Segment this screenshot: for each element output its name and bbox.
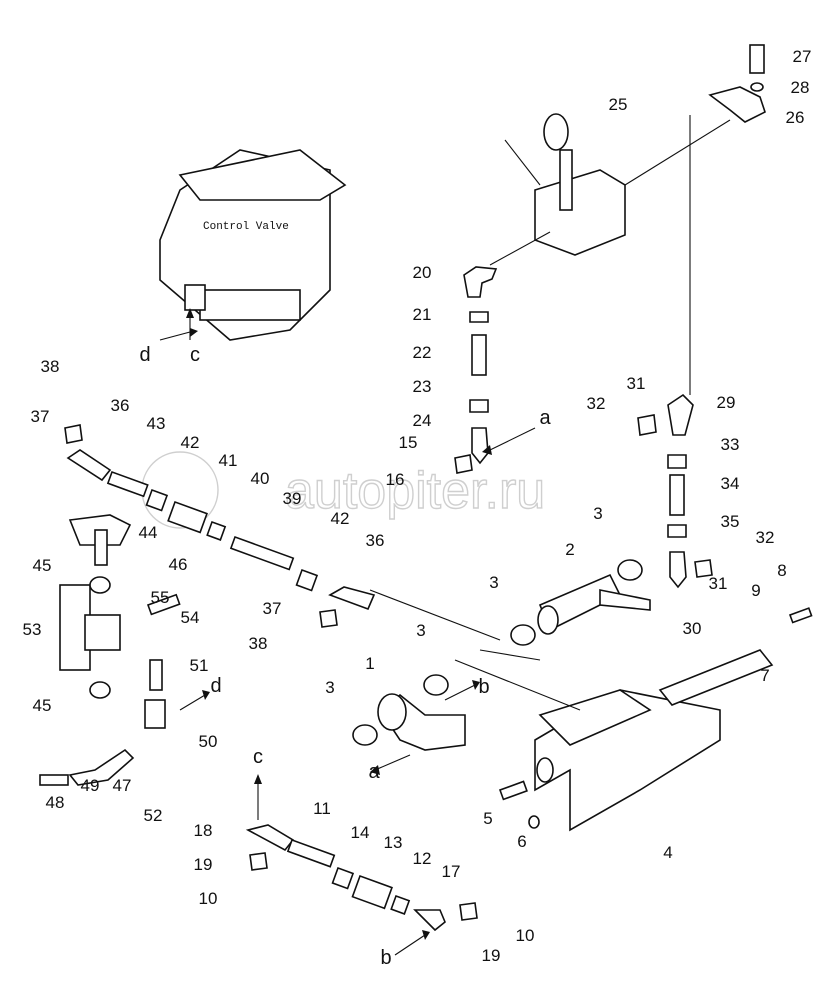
watermark: autopiter.ru bbox=[285, 462, 545, 520]
callout-number: 45 bbox=[33, 696, 52, 715]
callout-number: 34 bbox=[721, 474, 740, 493]
callout-number: 5 bbox=[483, 809, 492, 828]
direction-arrows bbox=[159, 308, 536, 956]
callout-number: 30 bbox=[683, 619, 702, 638]
callout-number: 17 bbox=[442, 862, 461, 881]
reference-letter: d bbox=[139, 344, 150, 366]
callout-number: 39 bbox=[283, 489, 302, 508]
callout-number: 42 bbox=[331, 509, 350, 528]
callout-number: 48 bbox=[46, 793, 65, 812]
callout-number: 32 bbox=[587, 394, 606, 413]
reference-letter: a bbox=[539, 407, 551, 429]
callout-number: 46 bbox=[169, 555, 188, 574]
callout-number: 21 bbox=[413, 305, 432, 324]
callout-number: 16 bbox=[386, 470, 405, 489]
callout-number: 33 bbox=[721, 435, 740, 454]
reference-letter: c bbox=[190, 344, 200, 366]
callout-number: 32 bbox=[756, 528, 775, 547]
callout-number: 3 bbox=[593, 504, 602, 523]
callout-number: 23 bbox=[413, 377, 432, 396]
callout-number: 42 bbox=[181, 433, 200, 452]
bracket-assembly bbox=[39, 514, 181, 786]
callout-number: 9 bbox=[751, 581, 760, 600]
callout-number: 29 bbox=[717, 393, 736, 412]
callout-number: 3 bbox=[325, 678, 334, 697]
callout-number: 43 bbox=[147, 414, 166, 433]
lever-assembly bbox=[463, 113, 731, 298]
callout-number: 13 bbox=[384, 833, 403, 852]
callout-number: 2 bbox=[565, 540, 574, 559]
callout-number: 44 bbox=[139, 523, 158, 542]
callout-number: 25 bbox=[609, 95, 628, 114]
callout-number: 37 bbox=[31, 407, 50, 426]
callout-number: 22 bbox=[413, 343, 432, 362]
callout-number: 19 bbox=[482, 946, 501, 965]
callout-number: 19 bbox=[194, 855, 213, 874]
link-rod-lower bbox=[245, 824, 478, 932]
callout-number: 18 bbox=[194, 821, 213, 840]
reference-letter: c bbox=[253, 746, 263, 768]
callout-number: 53 bbox=[23, 620, 42, 639]
callout-number: 49 bbox=[81, 776, 100, 795]
callout-number: 37 bbox=[263, 599, 282, 618]
callout-number: 55 bbox=[151, 588, 170, 607]
callout-number: 20 bbox=[413, 263, 432, 282]
callout-number: 31 bbox=[709, 574, 728, 593]
callout-number: 54 bbox=[181, 608, 200, 627]
rod-end-26 bbox=[689, 44, 766, 395]
callout-number: 45 bbox=[33, 556, 52, 575]
callout-number: 38 bbox=[249, 634, 268, 653]
control-valve: Control Valve bbox=[159, 149, 347, 341]
reference-letter: b bbox=[380, 947, 391, 969]
callout-number: 26 bbox=[786, 108, 805, 127]
callout-number: 47 bbox=[113, 776, 132, 795]
callout-number: 38 bbox=[41, 357, 60, 376]
callout-number: 3 bbox=[489, 573, 498, 592]
main-levers bbox=[352, 559, 813, 832]
callout-number: 10 bbox=[516, 926, 535, 945]
callout-number: 36 bbox=[366, 531, 385, 550]
callout-number: 41 bbox=[219, 451, 238, 470]
callout-number: 14 bbox=[351, 823, 370, 842]
callout-number: 15 bbox=[399, 433, 418, 452]
link-rod-right bbox=[637, 393, 713, 589]
callout-number: 3 bbox=[416, 621, 425, 640]
callout-number: 7 bbox=[760, 666, 769, 685]
callout-number: 6 bbox=[517, 832, 526, 851]
link-rod-left bbox=[454, 311, 489, 474]
callout-number: 28 bbox=[791, 78, 810, 97]
control-valve-label: Control Valve bbox=[203, 221, 289, 233]
reference-letter: d bbox=[210, 675, 221, 697]
reference-letter: b bbox=[478, 676, 489, 698]
callout-number: 24 bbox=[413, 411, 432, 430]
callout-number: 40 bbox=[251, 469, 270, 488]
callout-number: 27 bbox=[793, 47, 812, 66]
callout-number: 10 bbox=[199, 889, 218, 908]
reference-letter: a bbox=[368, 761, 380, 783]
callout-number: 4 bbox=[663, 843, 672, 862]
callout-number: 36 bbox=[111, 396, 130, 415]
callout-number: 11 bbox=[313, 799, 331, 818]
callout-number: 12 bbox=[413, 849, 432, 868]
callout-number: 31 bbox=[627, 374, 646, 393]
callout-number: 35 bbox=[721, 512, 740, 531]
callout-number: 52 bbox=[144, 806, 163, 825]
callout-number: 8 bbox=[777, 561, 786, 580]
callout-number: 50 bbox=[199, 732, 218, 751]
callout-number: 1 bbox=[365, 654, 374, 673]
callout-number: 51 bbox=[190, 656, 209, 675]
link-rod-upper-left bbox=[64, 424, 501, 641]
